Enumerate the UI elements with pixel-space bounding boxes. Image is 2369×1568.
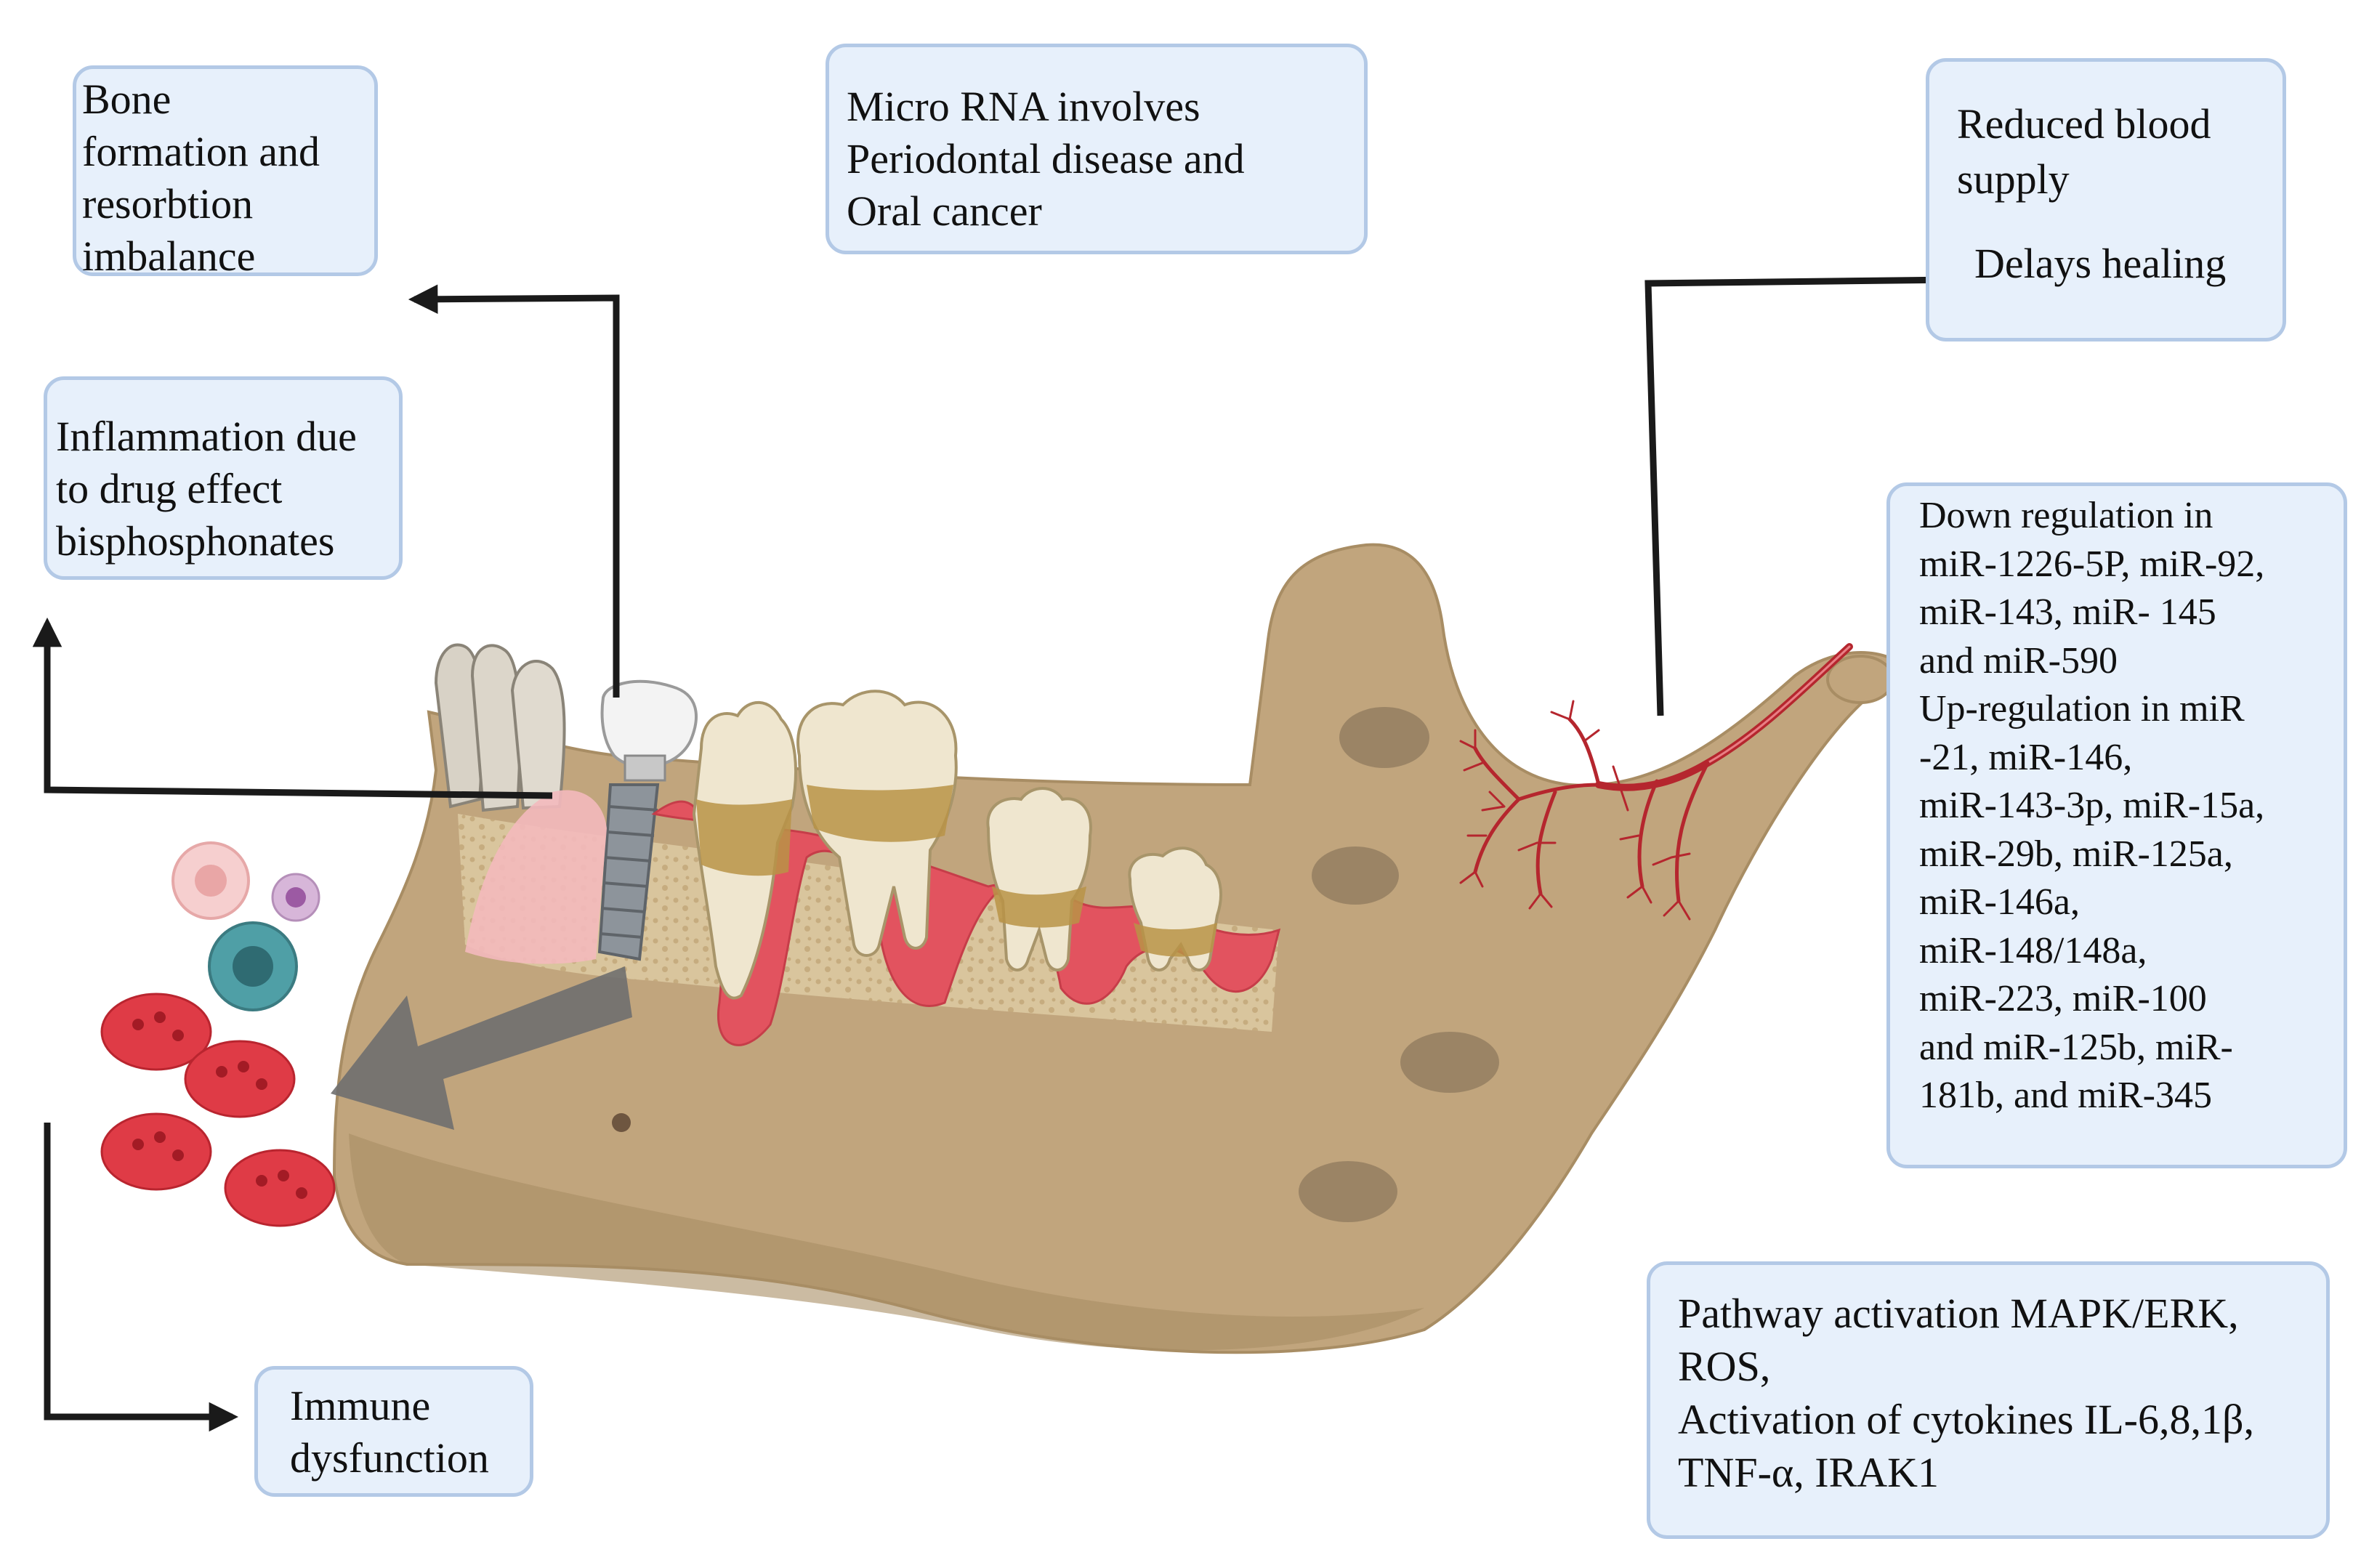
pathway-line-3: Activation of cytokines IL-6,8,1β,: [1678, 1396, 2254, 1443]
condyle: [1826, 655, 1894, 704]
mirna-line-3: miR-143, miR- 145: [1919, 591, 2216, 633]
implant-screw: [597, 783, 660, 961]
mirna-line-12: and miR-125b, miR-: [1919, 1026, 2233, 1068]
implant-crown: [600, 679, 698, 769]
inflammation-box: Inflammation due to drug effect bisphosp…: [44, 376, 403, 580]
pathway-line-4: TNF-α, IRAK1: [1678, 1449, 1940, 1496]
bone-line-1: Bone: [82, 76, 171, 123]
mirna-regulation-box: Down regulation in miR-1226-5P, miR-92, …: [1886, 482, 2347, 1168]
gum-tissue: [465, 790, 607, 964]
pathway-box: Pathway activation MAPK/ERK, ROS, Activa…: [1647, 1261, 2330, 1539]
bone-line-4: imbalance: [82, 233, 256, 280]
microrna-line-2: Periodontal disease and: [847, 135, 1245, 182]
immune-line-1: Immune: [290, 1382, 431, 1429]
inflammation-line-3: bisphosphonates: [56, 517, 335, 565]
blood-supply-box: Reduced blood supply Delays healing: [1926, 58, 2286, 342]
mirna-line-11: miR-223, miR-100: [1919, 978, 2207, 1019]
inflammation-line-1: Inflammation due: [56, 413, 357, 460]
arrow-to-immune: [44, 1123, 239, 1432]
mirna-line-9: miR-146a,: [1919, 881, 2080, 923]
microrna-line-1: Micro RNA involves: [847, 83, 1200, 130]
arrow-to-inflammation: [32, 617, 553, 799]
mirna-line-6: -21, miR-146,: [1919, 736, 2133, 778]
microrna-box: Micro RNA involves Periodontal disease a…: [826, 44, 1368, 254]
mirna-line-13: 181b, and miR-345: [1919, 1075, 2212, 1116]
immune-cells: [171, 841, 320, 1011]
microrna-line-3: Oral cancer: [847, 187, 1042, 235]
blood-vessel: [1459, 643, 1853, 921]
immune-dysfunction-box: Immune dysfunction: [254, 1366, 533, 1497]
arrow-to-bone: [408, 284, 620, 698]
mirna-line-4: and miR-590: [1919, 639, 2118, 682]
blood-line-2: supply: [1957, 155, 2070, 203]
pathway-line-1: Pathway activation MAPK/ERK,: [1678, 1290, 2239, 1337]
bone-line-2: formation and: [82, 128, 320, 175]
mirna-line-5: Up-regulation in miR: [1919, 688, 2245, 730]
arrow-to-blood: [1644, 265, 1961, 716]
blood-line-3: Delays healing: [1974, 240, 2227, 287]
red-blood-cells: [100, 993, 336, 1227]
inflammation-line-2: to drug effect: [56, 465, 283, 512]
mirna-line-7: miR-143-3p, miR-15a,: [1919, 785, 2265, 826]
mandible-shadow: [349, 1133, 1424, 1351]
mirna-line-1: Down regulation in: [1919, 495, 2213, 536]
bone-line-3: resorbtion: [82, 180, 254, 227]
immune-line-2: dysfunction: [290, 1434, 489, 1482]
mirna-line-8: miR-29b, miR-125a,: [1919, 833, 2233, 875]
mirna-line-10: miR-148/148a,: [1919, 929, 2147, 971]
bone-formation-box: Bone formation and resorbtion imbalance: [73, 65, 378, 280]
blood-line-1: Reduced blood: [1957, 100, 2211, 147]
big-arrow: [331, 966, 632, 1130]
pathway-line-2: ROS,: [1678, 1343, 1771, 1390]
connector-arrows: [32, 265, 1961, 1432]
mirna-line-2: miR-1226-5P, miR-92,: [1919, 543, 2265, 585]
